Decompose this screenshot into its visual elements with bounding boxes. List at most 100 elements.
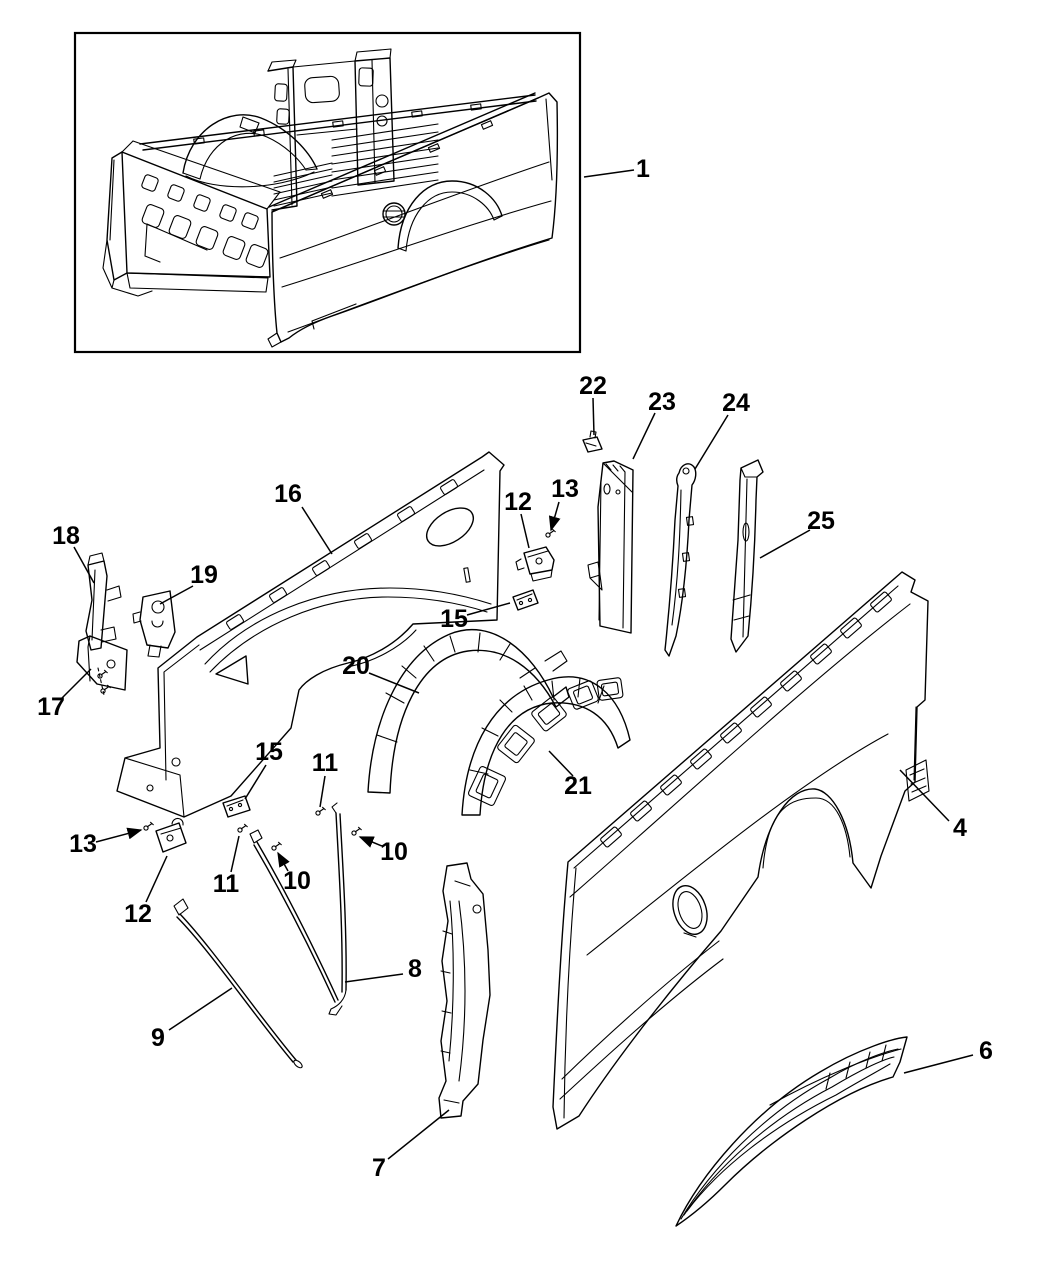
callout-leader-line bbox=[358, 836, 383, 848]
callout-25: 25 bbox=[759, 507, 835, 559]
callout-leader-line bbox=[548, 750, 574, 777]
callout-leader-line bbox=[694, 414, 729, 470]
callout-leader-line bbox=[159, 585, 194, 605]
part-23-pillar-panel bbox=[587, 460, 634, 634]
part-12-bracket-upper bbox=[515, 546, 555, 582]
part-22-clip bbox=[582, 430, 603, 453]
inset-frame bbox=[73, 31, 582, 354]
callout-label-7: 7 bbox=[372, 1154, 386, 1182]
callout-label-15: 15 bbox=[440, 605, 468, 633]
part-21-wheel-arch-support bbox=[461, 676, 631, 816]
callout-19: 19 bbox=[159, 561, 218, 605]
callout-leader-line bbox=[319, 775, 326, 808]
callout-leader-line bbox=[277, 851, 290, 872]
callout-label-10: 10 bbox=[380, 838, 408, 866]
callout-23: 23 bbox=[632, 388, 676, 460]
callout-label-6: 6 bbox=[979, 1037, 993, 1065]
callout-label-23: 23 bbox=[648, 388, 676, 416]
callout-leader-line bbox=[759, 529, 811, 559]
bed-floor bbox=[139, 92, 539, 213]
callout-17: 17 bbox=[37, 668, 92, 721]
callout-12: 12 bbox=[504, 488, 532, 549]
part-8-support-rod bbox=[249, 802, 347, 1016]
callout-22: 22 bbox=[579, 372, 607, 436]
callout-12: 12 bbox=[124, 855, 168, 928]
callout-layer: 1467891010111112121313151516171819202122… bbox=[37, 155, 993, 1182]
callout-15: 15 bbox=[440, 602, 511, 633]
callout-leader-line bbox=[145, 855, 168, 903]
callout-leader-line bbox=[903, 1054, 974, 1074]
callout-label-1: 1 bbox=[636, 155, 650, 183]
callout-10: 10 bbox=[277, 851, 311, 895]
part-1-complete-box-assembly bbox=[73, 31, 582, 354]
callout-leader-line bbox=[583, 169, 635, 178]
bed-outer-side-panel bbox=[267, 92, 559, 348]
callout-label-10: 10 bbox=[283, 867, 311, 895]
part-18-bracket bbox=[85, 552, 122, 651]
callout-leader-line bbox=[168, 987, 233, 1031]
callout-label-12: 12 bbox=[504, 488, 532, 516]
callout-leader-line bbox=[899, 769, 950, 822]
part-17-bracket bbox=[76, 635, 128, 696]
callout-leader-line bbox=[632, 412, 656, 460]
callout-label-11: 11 bbox=[213, 870, 240, 898]
callout-11: 11 bbox=[213, 835, 240, 898]
callout-label-22: 22 bbox=[579, 372, 607, 400]
part-11-screw-right bbox=[315, 806, 327, 816]
callout-label-24: 24 bbox=[722, 389, 750, 417]
callout-label-11: 11 bbox=[312, 749, 339, 777]
callout-label-9: 9 bbox=[151, 1024, 165, 1052]
part-4-outer-side-panel bbox=[552, 571, 930, 1130]
callout-21: 21 bbox=[548, 750, 592, 800]
callout-18: 18 bbox=[52, 522, 95, 584]
callout-leader-line bbox=[368, 672, 420, 694]
callout-7: 7 bbox=[372, 1109, 450, 1182]
part-13-screw-lower bbox=[143, 821, 155, 831]
callout-label-19: 19 bbox=[190, 561, 218, 589]
bed-front-bulkhead bbox=[102, 140, 281, 297]
callout-leader-line bbox=[230, 835, 240, 873]
part-6-lower-molding bbox=[675, 1036, 908, 1227]
callout-leader-line bbox=[95, 827, 143, 843]
part-25-pillar-reinforcement bbox=[730, 459, 764, 653]
callout-leader-line bbox=[387, 1109, 450, 1160]
part-10-screw-right bbox=[351, 826, 363, 836]
bed-front-pillars bbox=[267, 48, 395, 211]
callout-label-12: 12 bbox=[124, 900, 152, 928]
part-24-pillar-reinforcement bbox=[664, 463, 697, 657]
callout-label-25: 25 bbox=[807, 507, 835, 535]
callout-16: 16 bbox=[274, 480, 333, 555]
callout-leader-line bbox=[548, 501, 561, 532]
callout-label-4: 4 bbox=[953, 814, 967, 842]
callout-4: 4 bbox=[899, 769, 967, 842]
part-20-wheel-arch-support bbox=[367, 628, 570, 794]
callout-label-17: 17 bbox=[37, 693, 65, 721]
callout-10: 10 bbox=[358, 836, 408, 866]
callout-leader-line bbox=[244, 764, 267, 800]
callout-leader-line bbox=[592, 397, 595, 436]
callout-label-8: 8 bbox=[408, 955, 422, 983]
part-7-front-support bbox=[438, 862, 491, 1119]
part-11-screw-left bbox=[237, 823, 249, 833]
callout-leader-line bbox=[520, 513, 530, 549]
part-13-screw-upper bbox=[545, 528, 557, 538]
callout-15: 15 bbox=[244, 738, 283, 800]
callout-9: 9 bbox=[151, 987, 233, 1052]
part-15-plate-upper bbox=[512, 589, 539, 611]
callout-leader-line bbox=[61, 668, 92, 699]
callout-label-15: 15 bbox=[255, 738, 283, 766]
bed-wheelhouse bbox=[182, 114, 318, 188]
part-12-bracket-lower bbox=[155, 817, 187, 853]
callout-11: 11 bbox=[312, 749, 339, 808]
callout-leader-line bbox=[344, 973, 404, 983]
callout-24: 24 bbox=[694, 389, 750, 470]
part-19-bracket bbox=[132, 590, 176, 658]
callout-label-13: 13 bbox=[551, 475, 579, 503]
callout-leader-line bbox=[466, 602, 511, 616]
callout-13: 13 bbox=[548, 475, 579, 532]
callout-1: 1 bbox=[583, 155, 650, 183]
part-9-support-rod bbox=[173, 898, 303, 1069]
part-15-plate-lower bbox=[222, 795, 251, 818]
